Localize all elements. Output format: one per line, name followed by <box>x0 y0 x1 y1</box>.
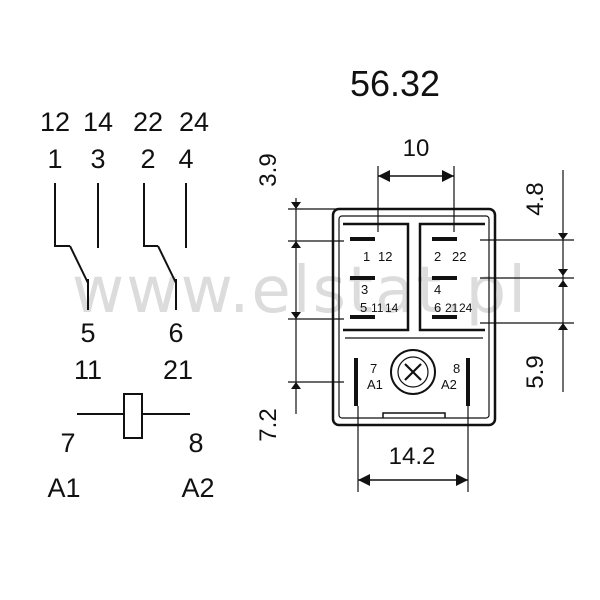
compartment-right <box>418 222 485 332</box>
pin-bar-a1 <box>354 358 358 406</box>
pin-bar-4 <box>432 276 457 280</box>
relay-pin-21: 21 <box>445 301 459 315</box>
coil-symbol <box>77 393 190 439</box>
relay-footprint: 1 12 2 22 3 11 14 4 21 24 5 6 7 A1 8 A2 <box>331 207 497 427</box>
dim-label-top-width: 10 <box>403 135 430 162</box>
dim-label-right-top: 4.8 <box>522 182 549 215</box>
dim-label-right-bottom: 5.9 <box>522 355 549 388</box>
terminal-label-14: 14 <box>83 107 113 137</box>
relay-body-outline <box>331 207 497 427</box>
compartment-left <box>343 222 410 332</box>
page-title: 56.32 <box>350 63 440 104</box>
pin-bar-5 <box>350 315 375 319</box>
relay-pin-24: 24 <box>459 301 473 315</box>
relay-pin-2: 2 <box>434 249 441 264</box>
watermark: www.elstat.pl <box>72 254 528 328</box>
relay-pin-a2: A2 <box>441 377 457 392</box>
coil-label-a1: A1 <box>47 473 80 503</box>
pin-bar-a2 <box>466 358 470 406</box>
relay-pin-4: 4 <box>434 282 441 297</box>
dim-label-bottom-width: 14.2 <box>389 443 436 470</box>
pin-bar-6 <box>432 315 457 319</box>
relay-pin-12: 12 <box>378 249 392 264</box>
terminal-label-4: 4 <box>178 144 193 174</box>
body-notch <box>382 412 446 418</box>
coil-pin-7: 7 <box>60 428 75 458</box>
contact-1-symbol <box>54 183 99 310</box>
terminal-label-11: 11 <box>74 355 102 385</box>
relay-pin-1: 1 <box>363 249 370 264</box>
pin-bar-1 <box>350 237 375 241</box>
relay-body-inner <box>338 215 490 419</box>
relay-pin-22: 22 <box>452 249 466 264</box>
relay-pin-8: 8 <box>453 361 460 376</box>
relay-pin-7: 7 <box>370 361 377 376</box>
terminal-label-3: 3 <box>90 144 105 174</box>
terminal-label-5: 5 <box>80 318 95 348</box>
relay-pin-6: 6 <box>434 300 441 315</box>
terminal-label-6: 6 <box>168 318 183 348</box>
terminal-label-22: 22 <box>133 107 163 137</box>
terminal-label-1: 1 <box>47 144 62 174</box>
pin-bar-2 <box>432 237 457 241</box>
dim-label-left-top: 3.9 <box>255 153 282 186</box>
terminal-label-21: 21 <box>163 355 193 385</box>
relay-pin-3: 3 <box>361 282 368 297</box>
terminal-label-2: 2 <box>140 144 155 174</box>
coil-label-a2: A2 <box>181 473 214 503</box>
dim-label-left-bottom: 7.2 <box>255 408 282 441</box>
contact-2-symbol <box>143 183 187 310</box>
terminal-label-24: 24 <box>179 107 209 137</box>
contact-schematic: 12 14 22 24 1 3 2 4 5 6 11 21 <box>40 107 215 503</box>
coil-pin-8: 8 <box>188 428 203 458</box>
terminal-label-12: 12 <box>40 107 70 137</box>
relay-pin-14: 14 <box>385 301 399 315</box>
relay-pin-5: 5 <box>360 300 367 315</box>
dimension-lines <box>288 166 574 492</box>
relay-pin-a1: A1 <box>367 377 383 392</box>
cross-icon <box>404 363 422 381</box>
pin-bar-3 <box>350 276 375 280</box>
relay-pin-11: 11 <box>371 301 384 315</box>
test-button <box>390 349 436 395</box>
